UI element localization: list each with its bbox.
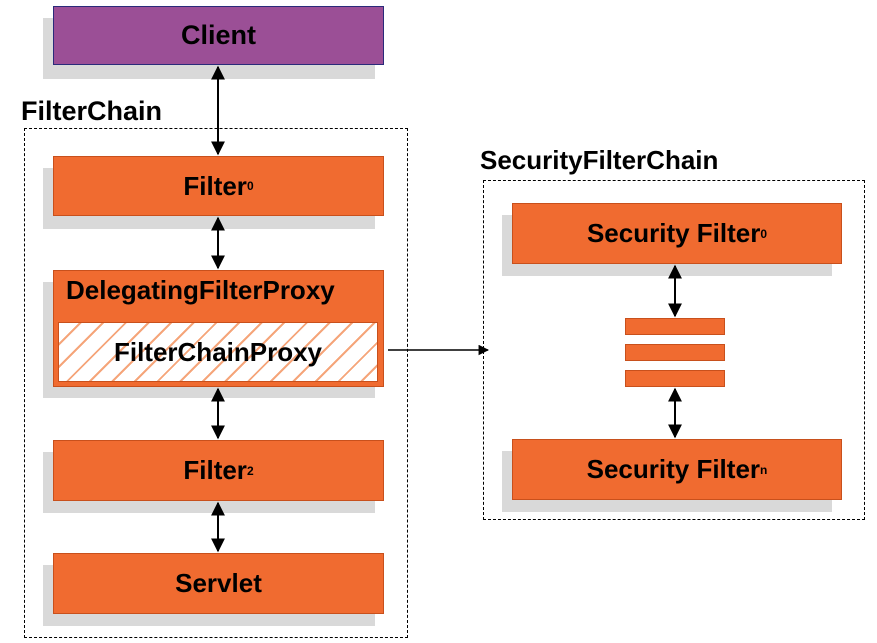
client-box: Client bbox=[53, 6, 384, 65]
security-filter0-label: Security Filter bbox=[586, 218, 761, 248]
security-filter-chain-title: SecurityFilterChain bbox=[480, 145, 719, 175]
delegating-filter-proxy-label: DelegatingFilterProxy bbox=[66, 275, 335, 305]
client-label: Client bbox=[180, 20, 256, 50]
filter-stack-bar bbox=[625, 318, 725, 335]
filter-stack-bar bbox=[625, 344, 725, 361]
servlet-box: Servlet bbox=[53, 553, 384, 614]
delegating-filter-proxy-box: DelegatingFilterProxy FilterChainProxy bbox=[53, 270, 384, 387]
filter0-label: Filter bbox=[183, 170, 247, 201]
filter-chain-title: FilterChain bbox=[21, 96, 163, 126]
filter-chain-proxy-box: FilterChainProxy bbox=[58, 322, 378, 382]
servlet-label: Servlet bbox=[175, 568, 262, 598]
filter-stack-bar bbox=[625, 370, 725, 387]
filter-chain-proxy-label: FilterChainProxy bbox=[113, 336, 323, 367]
filter2-label: Filter bbox=[183, 455, 247, 485]
security-filtern-label: Security Filter bbox=[586, 454, 761, 484]
